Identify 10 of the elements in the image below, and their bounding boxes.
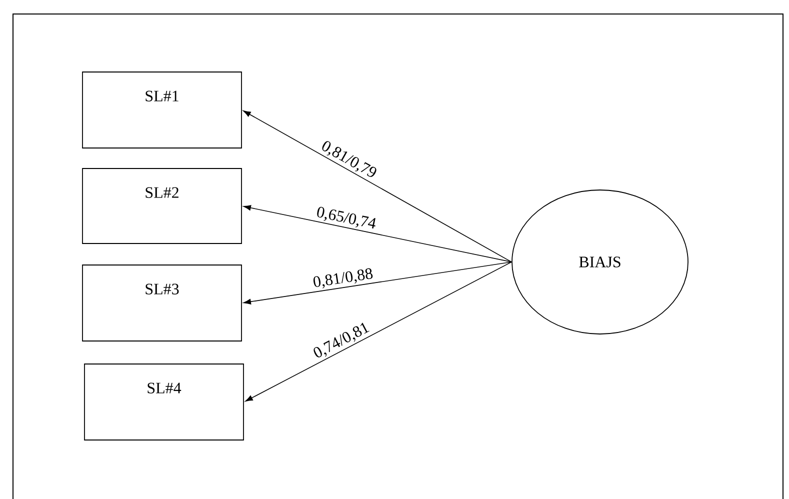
variable-box: SL#2 [82,168,242,244]
variable-box: SL#4 [84,364,244,440]
variable-box: SL#1 [82,72,242,148]
arrow [245,262,512,402]
arrow [243,262,512,304]
variable-box: SL#3 [82,264,242,342]
edge-label: 0,81/0,88 [313,268,373,288]
arrow [243,205,512,262]
arrow [243,110,512,262]
edge-label: 0,65/0,74 [317,206,376,229]
